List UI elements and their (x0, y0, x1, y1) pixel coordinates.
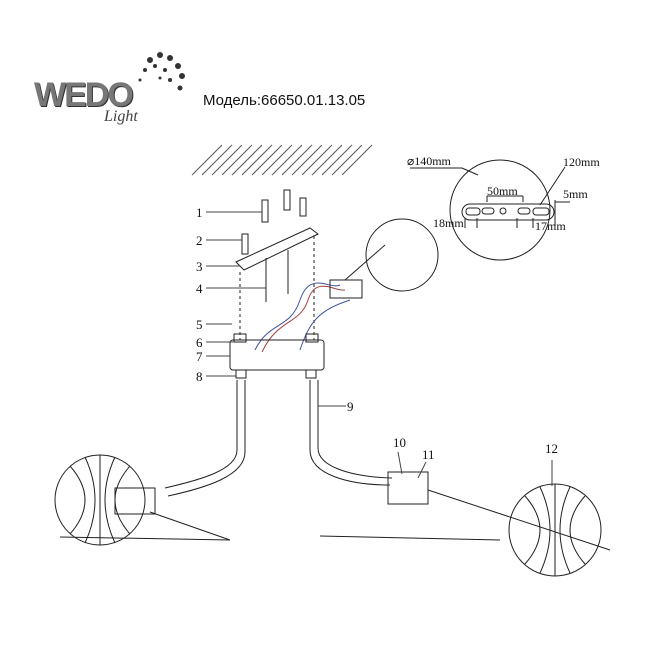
part-label: 10 (393, 435, 406, 450)
dim-right-offset: 17mm (535, 219, 566, 233)
right-socket (387, 471, 429, 505)
part-label: 8 (196, 369, 203, 384)
part-label: 12 (545, 441, 558, 456)
left-arm (164, 380, 238, 489)
dim-left-offset: 18mm (433, 216, 464, 230)
part-label: 4 (196, 281, 203, 296)
bracket-detail (410, 159, 570, 261)
ceiling-hatch (191, 144, 373, 176)
part-label: 6 (196, 335, 203, 350)
canopy-plate (229, 339, 325, 371)
dim-hole-spacing: 50mm (487, 184, 518, 198)
terminal-block (329, 279, 363, 299)
part-label: 2 (196, 233, 203, 248)
part-label: 3 (196, 259, 203, 274)
logo-swirl-icon (138, 52, 185, 91)
right-arm (309, 380, 391, 486)
part-label: 1 (196, 205, 203, 220)
part-label: 7 (196, 349, 203, 364)
dim-diameter: ⌀140mm (407, 154, 451, 168)
brand-logo-sub: Light (104, 108, 138, 125)
mounting-hardware (235, 189, 319, 340)
dim-thickness: 5mm (563, 187, 588, 201)
model-number: Модель:66650.01.13.05 (203, 92, 366, 109)
dim-length: 120mm (563, 155, 600, 169)
part-label: 5 (196, 317, 203, 332)
part-label: 11 (422, 447, 435, 462)
part-label: 9 (347, 399, 354, 414)
terminal-detail-circle (365, 218, 439, 292)
brand-logo: WEDO (34, 76, 134, 114)
